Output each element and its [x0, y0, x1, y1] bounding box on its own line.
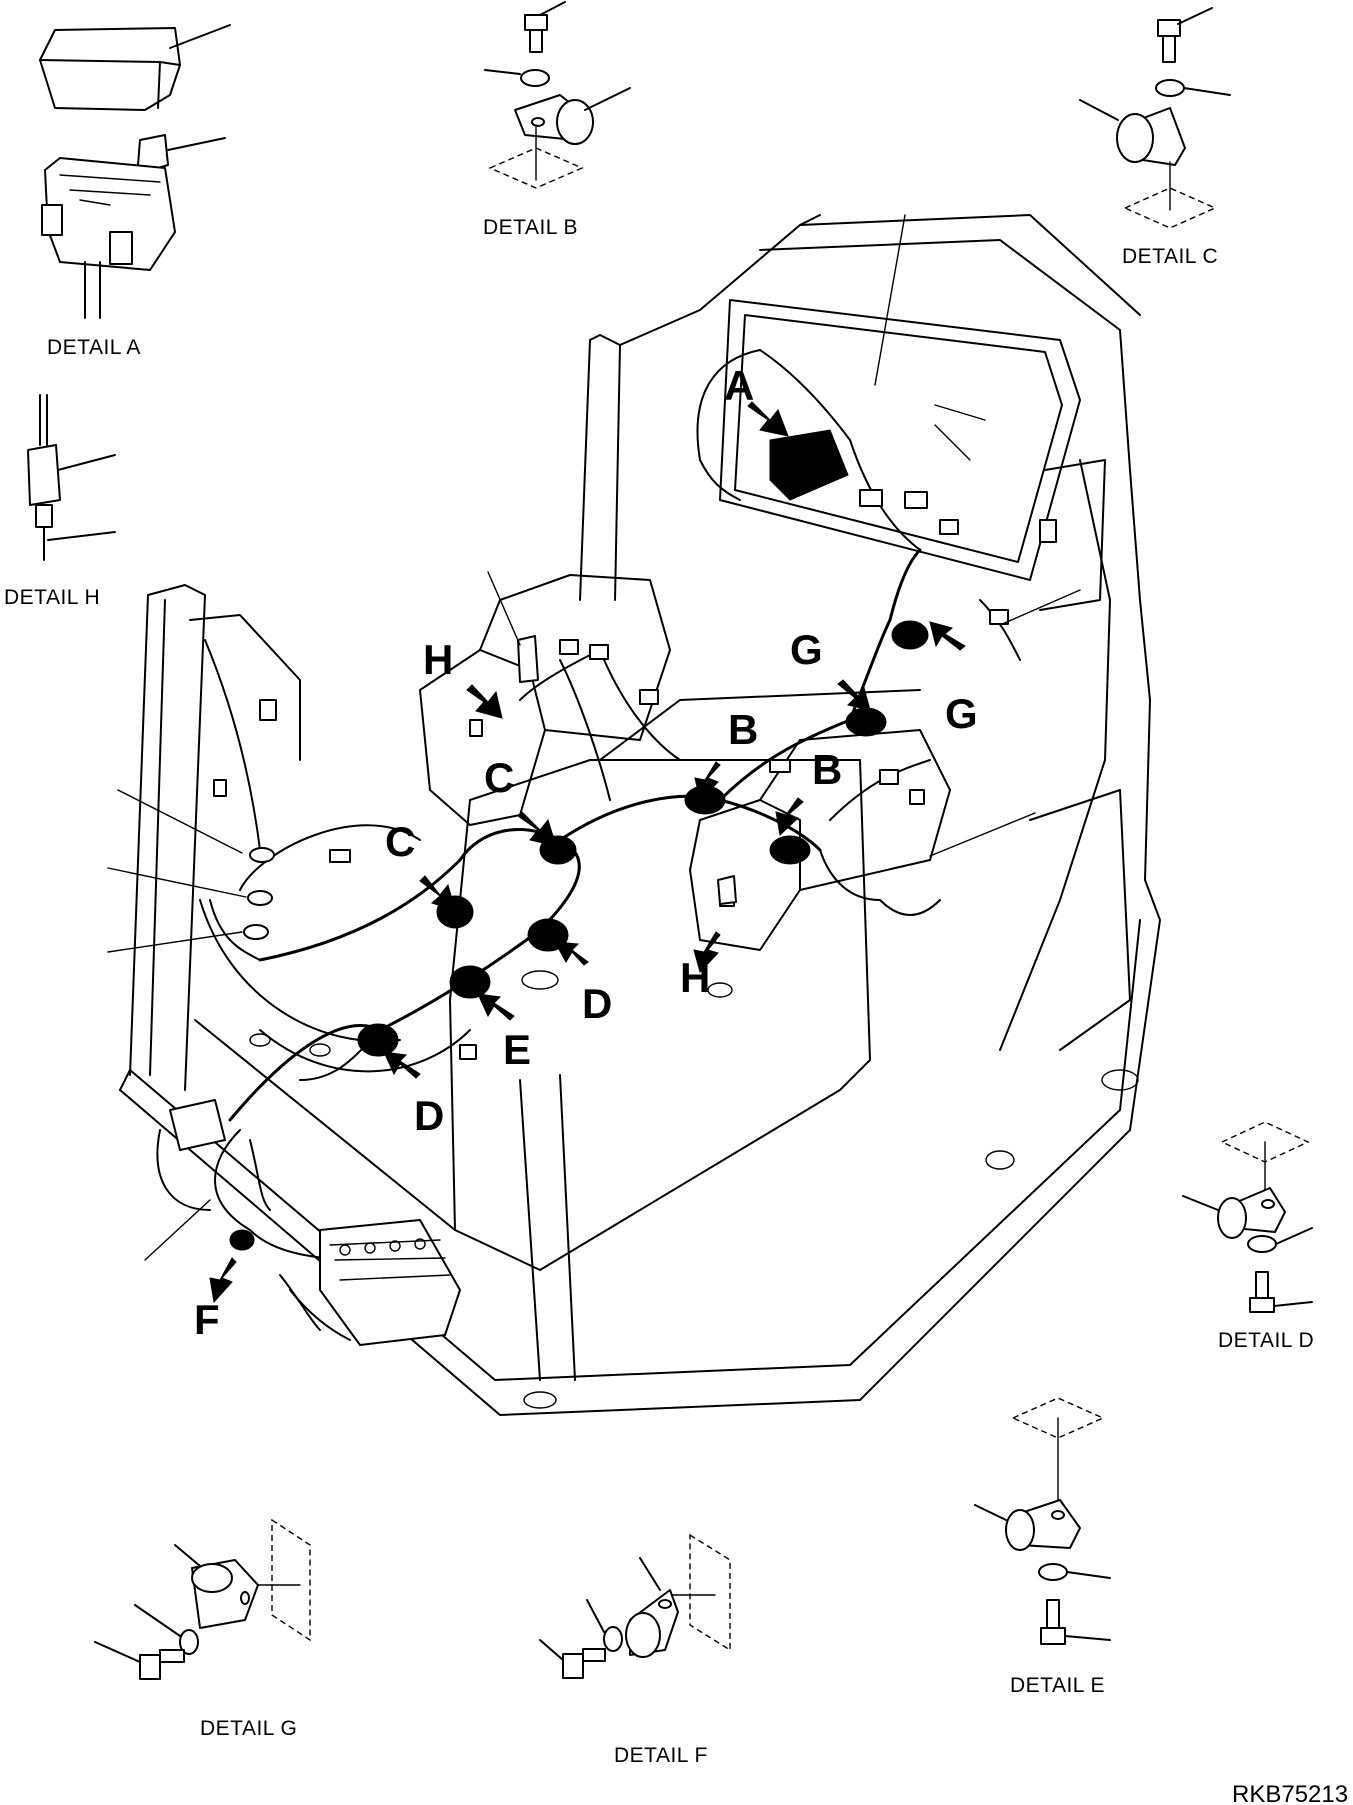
callout-e: E — [503, 1026, 531, 1073]
callout-arrows — [209, 401, 966, 1304]
leader-lines — [107, 214, 1081, 1261]
detail-d-label: DETAIL D — [1218, 1329, 1314, 1352]
wire-harness — [209, 349, 1057, 1261]
detail-d-drawing — [1182, 1121, 1313, 1313]
operator-cab-frame — [119, 214, 1161, 1416]
solenoid-valve-block — [156, 1099, 461, 1346]
detail-a-drawing — [39, 24, 231, 319]
callout-c-upper: C — [484, 754, 514, 801]
detail-h-drawing — [27, 394, 116, 561]
callout-a: A — [724, 362, 754, 409]
callout-c-lower: C — [385, 818, 415, 865]
callout-b-upper: B — [728, 706, 758, 753]
detail-h-label: DETAIL H — [4, 586, 100, 609]
detail-b-label: DETAIL B — [483, 216, 578, 239]
callout-b-lower: B — [812, 746, 842, 793]
detail-a-label: DETAIL A — [47, 336, 141, 359]
callout-g-right: G — [945, 690, 978, 737]
detail-f-label: DETAIL F — [614, 1744, 708, 1767]
detail-e-label: DETAIL E — [1010, 1674, 1105, 1697]
detail-e-drawing — [974, 1397, 1111, 1645]
callout-d-left: D — [414, 1092, 444, 1139]
callout-f: F — [194, 1296, 220, 1343]
callout-d-right: D — [582, 980, 612, 1027]
callout-h-upper: H — [423, 636, 453, 683]
detail-g-drawing — [94, 1518, 311, 1680]
detail-b-drawing — [484, 1, 631, 189]
detail-c-drawing — [1079, 7, 1231, 229]
wire-connectors — [213, 489, 1057, 1060]
callout-h-lower: H — [680, 954, 710, 1001]
detail-f-drawing — [539, 1533, 731, 1679]
detail-c-label: DETAIL C — [1122, 245, 1218, 268]
harness-clamps — [229, 429, 929, 1251]
drawing-code: RKB75213 — [1232, 1781, 1348, 1805]
detail-g-label: DETAIL G — [200, 1717, 297, 1740]
grommets — [243, 847, 275, 940]
callout-g-left: G — [790, 626, 823, 673]
